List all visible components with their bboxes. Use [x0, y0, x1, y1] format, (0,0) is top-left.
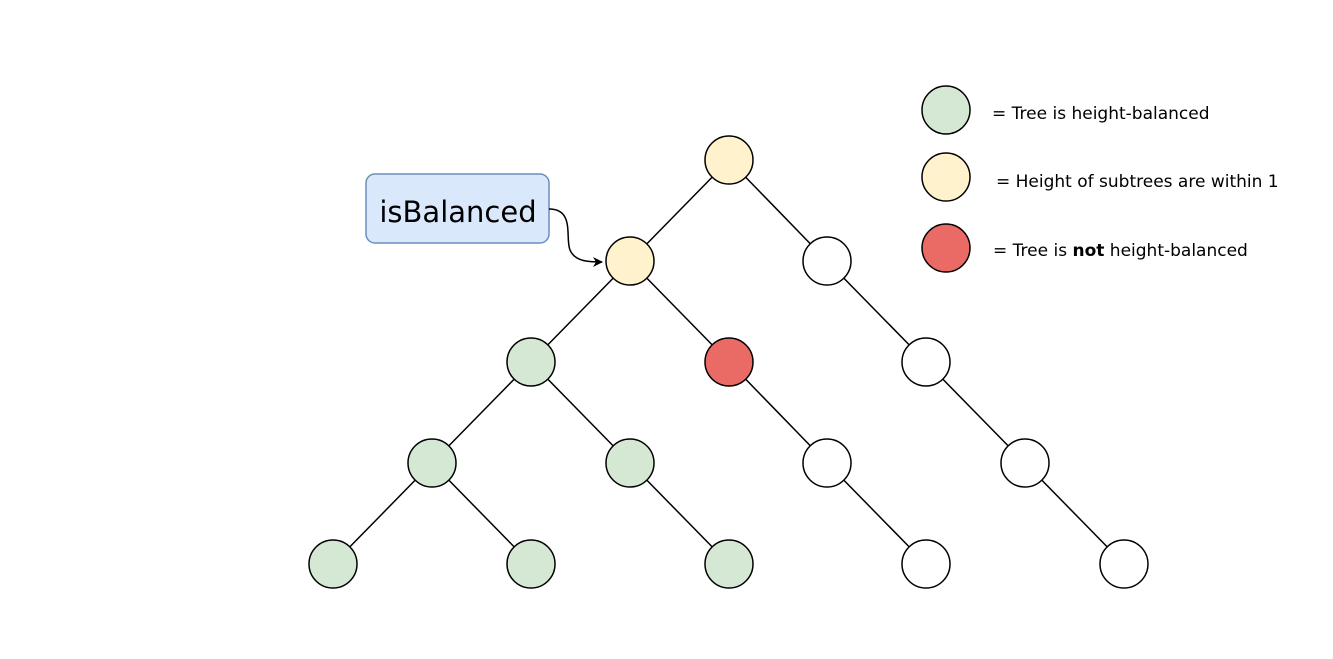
tree-edges: [349, 176, 1108, 548]
tree-node-lrrr: [901, 539, 951, 589]
tree-edge-root-r: [745, 176, 811, 245]
legend-label-balanced: = Tree is height-balanced: [992, 104, 1210, 124]
tree-node-ll: [506, 337, 556, 387]
tree-edge-rr-rrr: [942, 378, 1009, 447]
tree-edge-l-lr: [646, 277, 713, 346]
tree-edge-lrr-lrrr: [843, 479, 910, 548]
tree-node-rr: [901, 337, 951, 387]
callout-label: isBalanced: [379, 195, 536, 229]
legend-label-not-balanced: = Tree is not height-balanced: [993, 241, 1248, 261]
tree-node-lrr: [802, 438, 852, 488]
tree-node-rrr: [1000, 438, 1050, 488]
tree-nodes: [308, 135, 1149, 589]
legend-swatch-balanced: [921, 85, 971, 135]
tree-edge-ll-lll: [448, 378, 515, 447]
legend-label-not-balanced-emphasis: not: [1072, 241, 1104, 261]
tree-node-root: [704, 135, 754, 185]
tree-edge-lr-lrr: [745, 378, 811, 447]
tree-node-lr: [704, 337, 754, 387]
tree-edge-rrr-rrrr: [1041, 479, 1108, 548]
tree-node-llll: [308, 539, 358, 589]
legend: = Tree is height-balanced = Height of su…: [921, 85, 1279, 273]
callout-arrow: [548, 208, 603, 267]
tree-edge-ll-llr: [547, 378, 614, 447]
tree-node-rrrr: [1099, 539, 1149, 589]
tree-node-llrr: [704, 539, 754, 589]
tree-edge-llr-llrr: [646, 479, 713, 548]
tree-edge-l-ll: [547, 277, 614, 346]
legend-swatch-within-one: [921, 152, 971, 202]
legend-swatch-not-balanced: [921, 223, 971, 273]
tree-edge-lll-llll: [349, 479, 416, 548]
tree-node-lllr: [506, 539, 556, 589]
tree-node-llr: [605, 438, 655, 488]
legend-label-within-one: = Height of subtrees are within 1: [996, 172, 1279, 192]
tree-edge-root-l: [646, 176, 713, 245]
tree-edge-lll-lllr: [448, 479, 515, 548]
tree-edge-r-rr: [843, 277, 910, 346]
tree-node-lll: [407, 438, 457, 488]
isbalanced-callout: isBalanced: [365, 173, 603, 267]
legend-label-not-balanced-prefix: = Tree is: [993, 241, 1072, 261]
legend-label-not-balanced-suffix: height-balanced: [1104, 241, 1247, 261]
tree-node-l: [605, 236, 655, 286]
tree-node-r: [802, 236, 852, 286]
